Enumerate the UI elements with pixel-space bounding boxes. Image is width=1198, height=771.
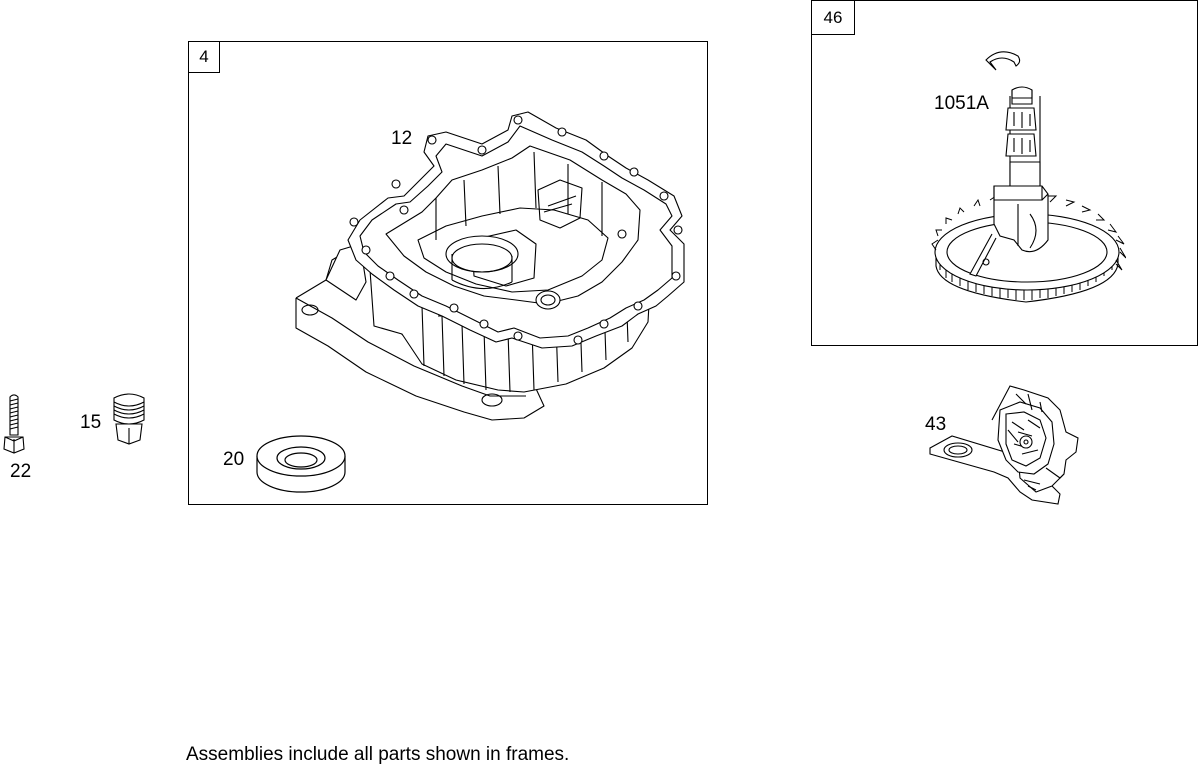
callout-camshaft: 1051A: [934, 93, 989, 114]
callout-plug: 15: [80, 412, 102, 433]
sump-cover-drawing: [286, 110, 688, 428]
frame-number-46: 46: [812, 1, 855, 35]
callout-sump: 12: [391, 128, 413, 149]
assembly-frame-4: 4: [188, 41, 708, 505]
frame-number-4: 4: [189, 42, 220, 73]
governor-drawing: [928, 382, 1080, 506]
callout-seal: 20: [223, 449, 245, 470]
callout-governor: 43: [925, 414, 947, 435]
assemblies-footnote: Assemblies include all parts shown in fr…: [186, 744, 570, 765]
plug-drawing: [110, 390, 148, 446]
bolt-drawing: [2, 393, 26, 455]
seal-drawing: [255, 432, 347, 496]
camshaft-gear-drawing: [930, 44, 1126, 314]
callout-bolt: 22: [10, 461, 32, 482]
